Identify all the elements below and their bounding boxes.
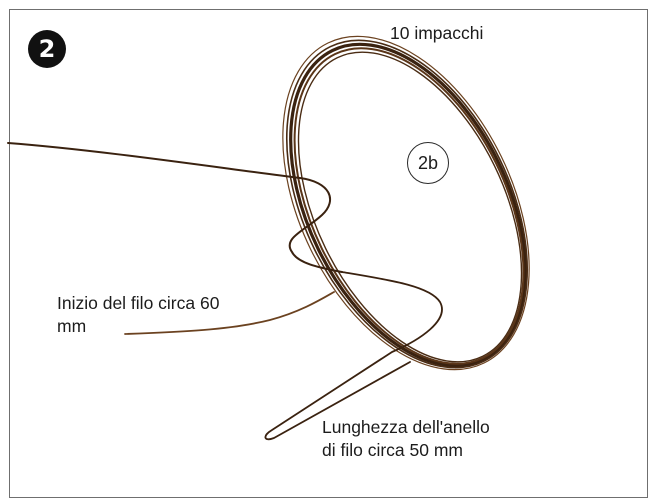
wire-start-label-line1: Inizio del filo circa 60	[57, 293, 220, 313]
step-number-badge: 2	[28, 30, 66, 68]
wrap-count-label: 10 impacchi	[390, 23, 484, 43]
wire-start-label: Inizio del filo circa 60 mm	[57, 292, 219, 338]
wire-coil	[282, 35, 530, 371]
wire-start-label-line2: mm	[57, 316, 87, 336]
wire-tail-left	[7, 142, 343, 273]
wire-start-end	[124, 291, 335, 335]
loop-length-label-line2: di filo circa 50 mm	[322, 440, 464, 460]
wire-loop-path	[264, 271, 443, 441]
loop-length-label-line1: Lunghezza dell'anello	[322, 417, 490, 437]
sub-step-label: 2b	[407, 142, 449, 184]
loop-length-label: Lunghezza dell'anello di filo circa 50 m…	[322, 416, 490, 462]
diagram-frame	[9, 9, 648, 498]
